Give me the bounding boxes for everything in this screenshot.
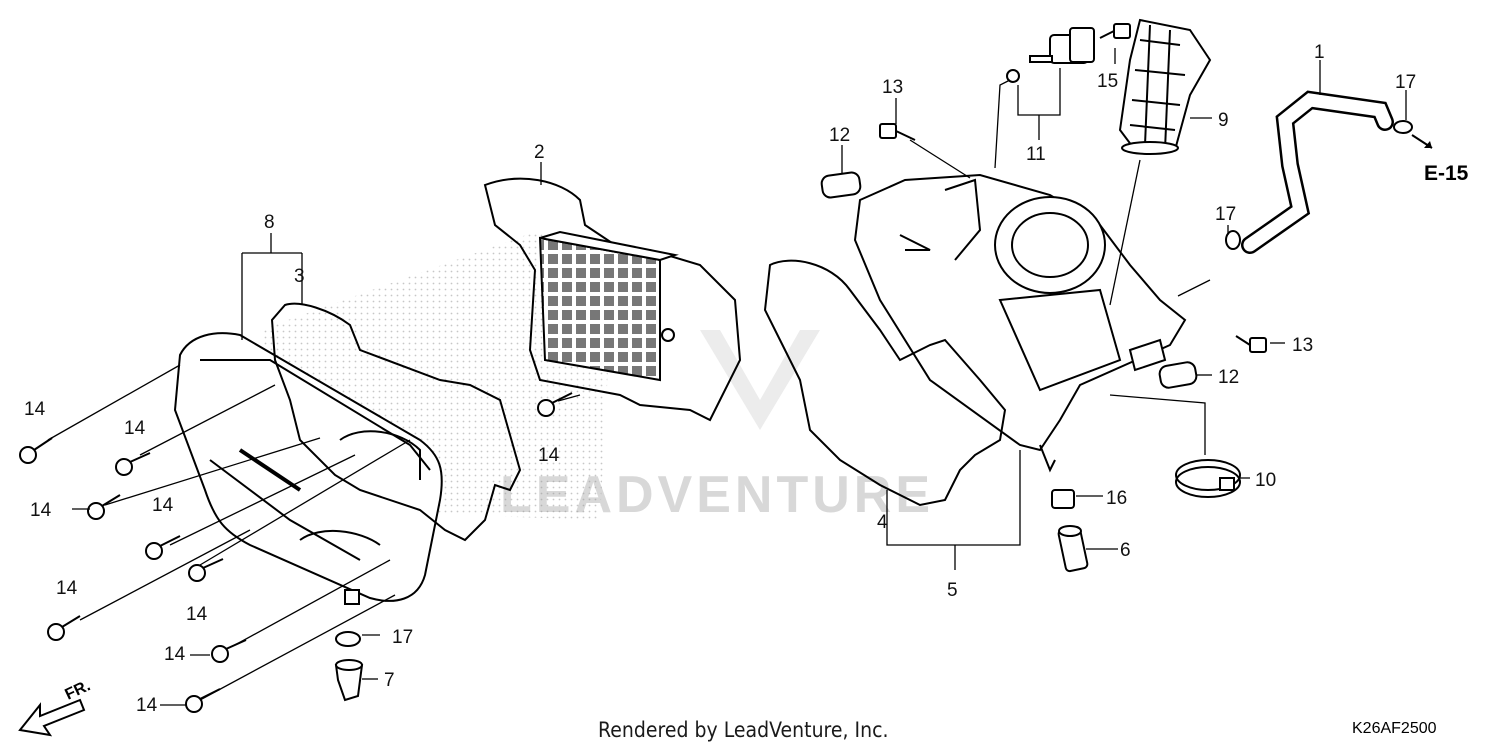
air-cleaner-element	[483, 177, 742, 422]
callout-10: 10	[1255, 470, 1276, 491]
air-cleaner-case	[853, 173, 1187, 473]
callout-14-g: 14	[164, 644, 186, 665]
hose-clip-lower	[335, 631, 361, 647]
screw-14-i	[537, 392, 573, 417]
front-label: FR.	[63, 677, 94, 703]
callout-6: 6	[1120, 540, 1131, 561]
callout-17-upper: 17	[1395, 72, 1416, 93]
screw-14-a	[19, 437, 53, 464]
callout-13-lower: 13	[1292, 335, 1313, 356]
screws-14	[19, 392, 573, 713]
callout-11: 11	[1026, 144, 1046, 165]
grommet-left	[820, 171, 862, 199]
screw-14-c	[87, 494, 121, 520]
intake-sensor	[1006, 27, 1095, 83]
diagram-code: K26AF2500	[1352, 720, 1437, 737]
bolt-13-upper	[879, 123, 916, 141]
hose-clip-middle	[1225, 230, 1241, 250]
screw-14-f	[47, 615, 81, 641]
screw-14-g	[211, 639, 247, 663]
screw-14-d	[145, 535, 181, 560]
callout-12-left: 12	[829, 125, 850, 146]
breather-hose-inner	[1243, 93, 1392, 252]
callout-14-d: 14	[152, 495, 174, 516]
callout-7: 7	[384, 670, 395, 691]
intake-duct	[1118, 18, 1212, 155]
callout-labels: 1 2 3 4 5 6 7 8 9 10 11 12 12 13 13 14 1…	[24, 42, 1416, 716]
callout-16: 16	[1106, 488, 1127, 509]
screw-14-b	[115, 452, 151, 476]
grommet-right	[1158, 361, 1198, 389]
drain-tube	[334, 659, 364, 702]
reference-label: E-15	[1424, 162, 1469, 185]
hose-clip-upper	[1393, 120, 1413, 134]
screw-15	[1099, 23, 1131, 39]
callout-17-middle: 17	[1215, 204, 1236, 225]
callout-14-c: 14	[30, 500, 52, 521]
case-gasket	[763, 259, 1007, 507]
drain-clip	[1051, 489, 1075, 509]
leader-lines	[47, 48, 1407, 706]
reference-e15: E-15	[1411, 134, 1469, 185]
callout-5: 5	[947, 580, 958, 601]
bolt-13-lower	[1235, 335, 1267, 353]
callout-1: 1	[1314, 42, 1325, 63]
drain-plug	[1057, 525, 1089, 573]
callout-14-e: 14	[56, 578, 78, 599]
screw-14-e	[188, 558, 224, 582]
cover-gasket	[270, 302, 522, 542]
connecting-tube-band	[1175, 459, 1241, 498]
callout-14-a: 14	[24, 399, 46, 420]
callout-3: 3	[294, 266, 305, 287]
callout-15: 15	[1097, 71, 1118, 92]
callout-8: 8	[264, 212, 275, 233]
callout-12-right: 12	[1218, 367, 1239, 388]
callout-14-f: 14	[186, 604, 208, 625]
footer-credit: Rendered by LeadVenture, Inc.	[598, 718, 889, 742]
callout-14-h: 14	[136, 695, 158, 716]
front-direction-arrow: FR.	[18, 677, 94, 737]
callout-14-b: 14	[124, 418, 146, 439]
callout-4: 4	[877, 512, 888, 533]
callout-17-lower: 17	[392, 627, 413, 648]
callout-2: 2	[534, 142, 545, 163]
callout-9: 9	[1218, 110, 1229, 131]
callout-14-i: 14	[538, 445, 560, 466]
callout-13-upper: 13	[882, 77, 903, 98]
